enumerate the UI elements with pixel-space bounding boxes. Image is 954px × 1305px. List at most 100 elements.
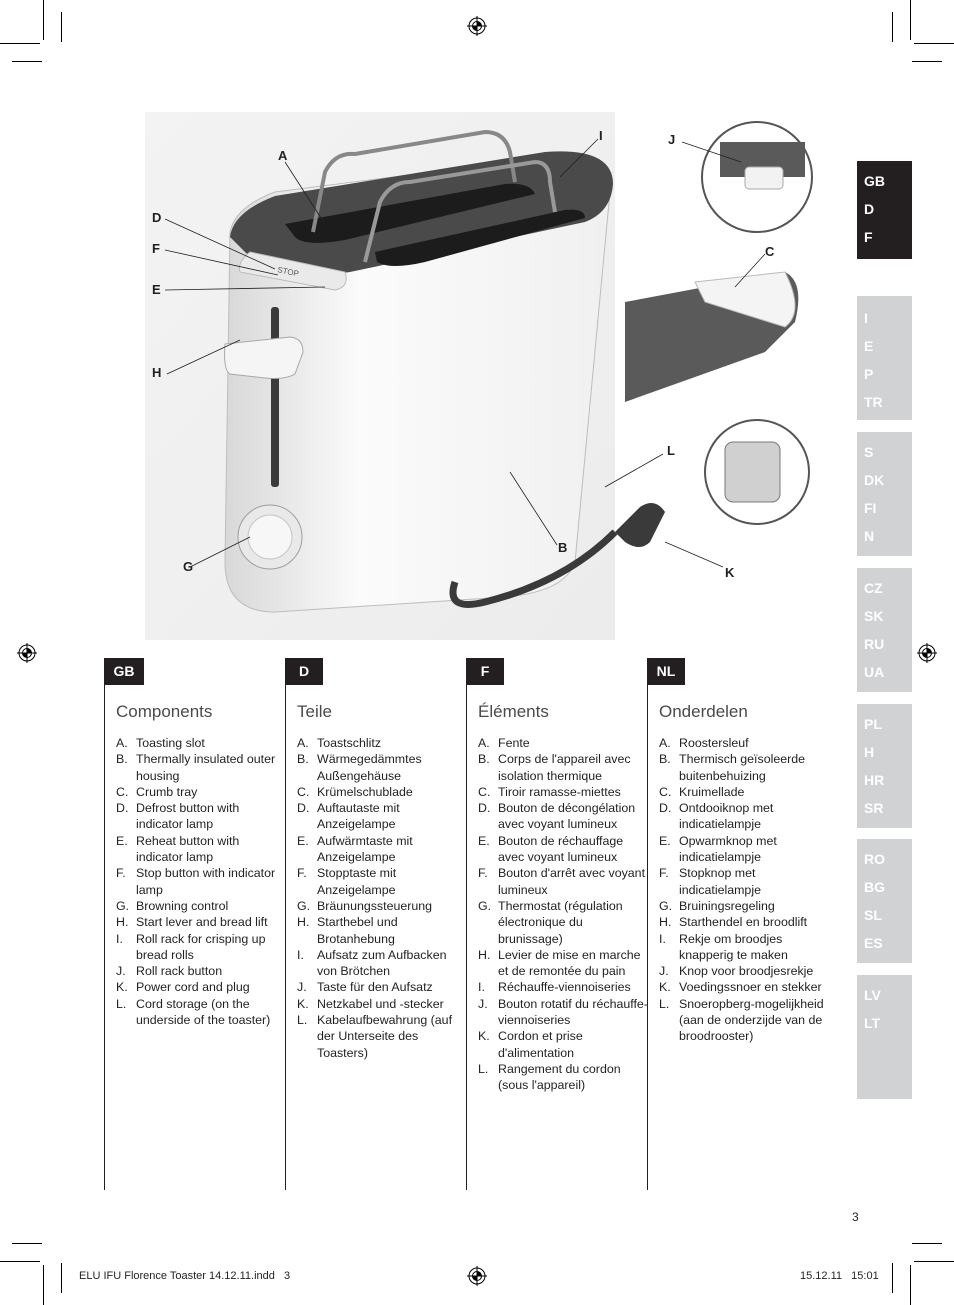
power-plug: [615, 503, 665, 547]
list-item: L.Kabelaufbewahrung (auf der Unterseite …: [297, 1013, 453, 1060]
list-item: I.Aufsatz zum Aufbacken von Brötchen: [297, 947, 447, 979]
tab-lang-ru: RU: [864, 636, 885, 652]
registration-mark-icon: [467, 16, 487, 36]
callout-a: A: [278, 148, 288, 163]
crop-mark: [912, 61, 942, 62]
tab-lang-n: N: [864, 528, 875, 544]
tab-lang-bg: BG: [864, 879, 885, 895]
column-badge: GB: [104, 658, 144, 685]
list-item: H.Starthendel en broodlift: [659, 915, 808, 930]
tab-lang-f: F: [864, 229, 873, 245]
tab-cz-sk-ru-ua[interactable]: CZ SK RU UA: [857, 568, 912, 692]
callout-c: C: [765, 244, 775, 259]
crop-mark: [912, 1243, 942, 1244]
roll-rack-wire: [311, 129, 517, 233]
list-item: J.Roll rack button: [116, 964, 223, 979]
list-item: I.Réchauffe-viennoiseries: [478, 980, 631, 995]
list-item: D.Ontdooiknop met indicatielampje: [659, 801, 774, 832]
tab-lang-gb: GB: [864, 173, 885, 189]
footer-filename: ELU IFU Florence Toaster 14.12.11.indd 3: [79, 1270, 291, 1282]
tab-lang-lt: LT: [864, 1015, 881, 1031]
column-badge: NL: [647, 658, 685, 685]
list-item: J.Taste für den Aufsatz: [297, 980, 433, 995]
tab-ro-bg-sl-es[interactable]: RO BG SL ES: [857, 839, 912, 963]
tab-lang-ua: UA: [864, 664, 885, 680]
callout-e: E: [152, 282, 161, 297]
callout-h: H: [152, 365, 162, 380]
tab-lv-lt[interactable]: LV LT: [857, 975, 912, 1099]
components-list: A.Toasting slot B.Thermally insulated ou…: [116, 735, 288, 1028]
list-item: D.Auftautaste mit Anzeigelampe: [297, 801, 400, 832]
crop-mark: [892, 12, 893, 42]
tab-lang-i: I: [864, 310, 868, 326]
callout-d: D: [152, 210, 162, 225]
tab-lang-h: H: [864, 744, 875, 760]
tab-lang-ro: RO: [864, 851, 885, 867]
page-number: 3: [852, 1210, 859, 1224]
inset-base: [724, 441, 781, 503]
callout-i: I: [599, 128, 603, 143]
list-item: I.Roll rack for crisping up bread rolls: [116, 931, 266, 962]
column-title: Éléments: [478, 702, 549, 721]
toasting-slot-back: [285, 183, 535, 243]
tab-lang-d: D: [864, 201, 875, 217]
list-item: H.Starthebel und Brotanhebung: [297, 915, 398, 946]
list-item: A.Toastschlitz: [297, 736, 382, 750]
list-item: D.Defrost button with indicator lamp: [116, 801, 240, 832]
button-panel: [239, 251, 347, 291]
tab-pl-h-hr-sr[interactable]: PL H HR SR: [857, 704, 912, 828]
list-item: B.Wärmegedämmtes Außengehäuse: [297, 752, 422, 783]
list-item: A.Roostersleuf: [659, 736, 749, 750]
list-item: C.Krümelschublade: [297, 784, 413, 799]
list-item: K.Power cord and plug: [116, 980, 250, 995]
tab-i-e-p-tr[interactable]: I E P TR: [857, 296, 912, 420]
list-item: C.Kruimellade: [659, 784, 745, 799]
list-item: D.Bouton de décongélation avec voyant lu…: [478, 801, 636, 832]
roll-rack-wire: [363, 159, 557, 263]
registration-mark-icon: [467, 1266, 487, 1286]
tab-lang-sl: SL: [864, 907, 882, 923]
inset-button: [744, 166, 784, 190]
tab-gb-d-f-nl[interactable]: GB D F NL: [857, 161, 912, 273]
crop-mark: [43, 0, 44, 40]
callout-f: F: [152, 241, 160, 256]
components-list: A.Roostersleuf B.Thermisch geïsoleerde b…: [659, 735, 831, 1045]
list-item: K.Voedingssnoer en stekker: [659, 980, 822, 995]
footer-date: 15.12.11 15:01: [800, 1270, 879, 1282]
list-item: L.Rangement du cordon (sous l'appareil): [478, 1061, 621, 1093]
crop-mark: [12, 61, 42, 62]
tab-lang-pl: PL: [864, 716, 882, 732]
list-item: G.Bräunungssteuerung: [297, 898, 433, 913]
crop-mark: [43, 1265, 44, 1305]
components-list: A.Fente B.Corps de l'appareil avec isola…: [478, 735, 650, 1094]
list-item: F.Stopptaste mit Anzeigelampe: [297, 866, 397, 897]
crop-mark: [61, 12, 62, 42]
list-item: L.Cord storage (on the underside of the …: [116, 996, 271, 1028]
callout-j: J: [668, 132, 676, 147]
list-item: B.Corps de l'appareil avec isolation the…: [478, 752, 631, 783]
tab-lang-fi: FI: [864, 500, 877, 516]
column-badge: F: [466, 658, 504, 685]
list-item: F.Stop button with indicator lamp: [116, 866, 276, 897]
list-item: E.Opwarmknop met indicatielampje: [659, 833, 777, 865]
crop-mark: [914, 1261, 954, 1262]
list-item: F.Bouton d'arrêt avec voyant lumineux: [478, 866, 646, 897]
toaster-illustration: STOP: [145, 112, 835, 640]
stop-label: STOP: [277, 265, 300, 278]
tab-s-dk-fi-n[interactable]: S DK FI N: [857, 432, 912, 556]
list-item: B.Thermally insulated outer housing: [116, 752, 276, 783]
column-gb: GB Components A.Toasting slot B.Thermall…: [104, 658, 284, 1190]
list-item: F.Stopknop met indicatielampje: [659, 866, 761, 897]
list-item: G.Bruiningsregeling: [659, 898, 775, 913]
tab-lang-hr: HR: [864, 772, 885, 788]
tab-lang-sr: SR: [864, 800, 884, 816]
tab-lang-p: P: [864, 366, 874, 382]
power-cord: [449, 529, 618, 608]
crumb-tray-handle: [694, 271, 796, 328]
tab-lang-nl: NL: [864, 257, 883, 273]
lever-slot: [271, 307, 279, 487]
list-item: G.Thermostat (régulation électronique du…: [478, 898, 623, 946]
crop-mark: [892, 1263, 893, 1293]
list-item: C.Tiroir ramasse-miettes: [478, 784, 621, 799]
crop-mark: [914, 43, 954, 44]
